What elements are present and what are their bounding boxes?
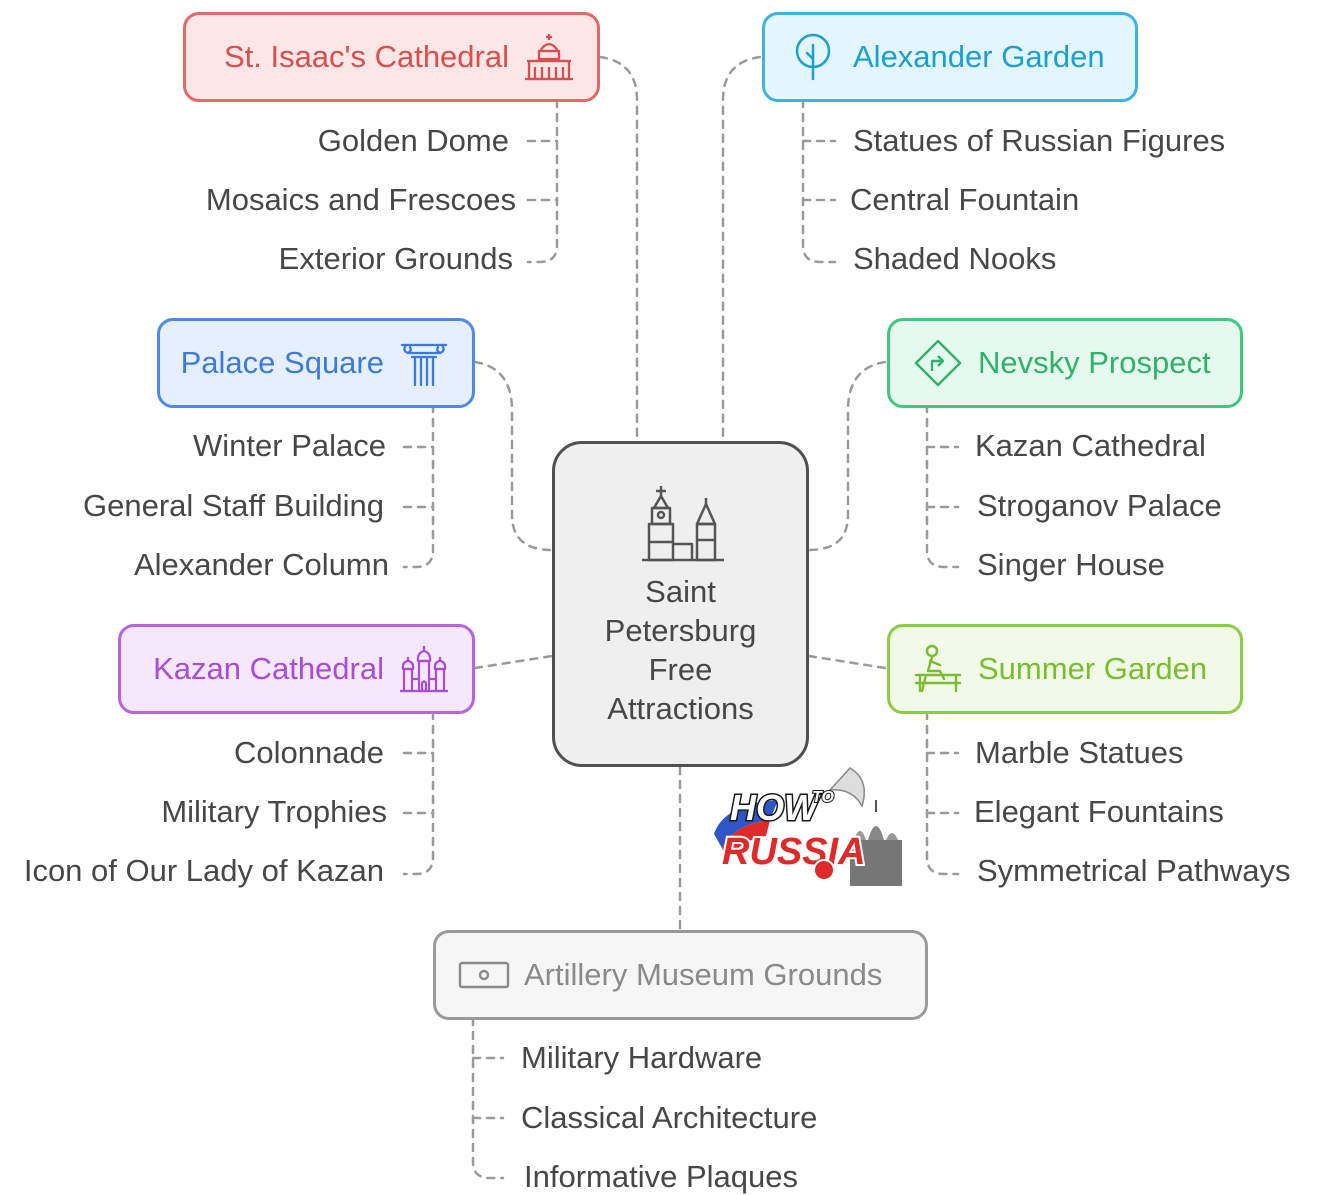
branch-st-isaacs-cathedral: St. Isaac's Cathedral: [183, 12, 600, 102]
logo-church: [850, 800, 902, 886]
connector-alexander-garden: [721, 55, 762, 443]
list-item: Icon of Our Lady of Kazan: [23, 853, 384, 888]
branch-summer-garden: Summer Garden: [887, 624, 1243, 714]
cathedral-icon: [525, 34, 573, 81]
list-item: Colonnade: [234, 735, 384, 770]
branch-title: Nevsky Prospect: [978, 345, 1211, 380]
list-item: Central Fountain: [850, 182, 1080, 217]
center-title-line: Petersburg: [604, 613, 757, 648]
matryoshka-icon: [813, 859, 835, 881]
center-node: Saint Petersburg Free Attractions: [552, 441, 809, 767]
center-title: Saint Petersburg Free Attractions: [555, 572, 806, 728]
connector-kazan: [473, 654, 554, 670]
branch-palace-square: Palace Square: [157, 318, 475, 408]
cannon-icon: [458, 961, 510, 989]
list-item: Marble Statues: [975, 735, 1184, 770]
list-item: Informative Plaques: [524, 1159, 798, 1194]
branch-artillery-museum-grounds: Artillery Museum Grounds: [433, 930, 928, 1020]
branch-title: Palace Square: [180, 345, 384, 380]
connector-nevsky: [807, 360, 887, 552]
list-item: Shaded Nooks: [853, 241, 1057, 276]
connector-stisaacs: [598, 55, 639, 443]
logo-line2: RUSSIA: [722, 831, 866, 873]
list-item: General Staff Building: [82, 488, 384, 523]
item-connector: [925, 710, 960, 876]
list-item: Alexander Column: [133, 547, 389, 582]
branch-title: Alexander Garden: [853, 39, 1105, 74]
item-connector: [925, 403, 960, 569]
branch-kazan-cathedral: Kazan Cathedral: [118, 624, 475, 714]
road-sign-icon: [914, 339, 962, 387]
branch-title: St. Isaac's Cathedral: [223, 39, 509, 74]
branch-title: Artillery Museum Grounds: [524, 957, 883, 992]
list-item: Kazan Cathedral: [975, 428, 1206, 463]
list-item: Mosaics and Frescoes: [205, 182, 516, 217]
item-connector: [801, 98, 837, 264]
branch-alexander-garden: Alexander Garden: [762, 12, 1138, 102]
logo-line1-small: TO: [812, 789, 834, 806]
list-item: Exterior Grounds: [278, 241, 513, 276]
item-connector: [402, 403, 435, 569]
item-connector: [471, 1016, 505, 1180]
branch-title: Kazan Cathedral: [153, 651, 384, 686]
list-item: Stroganov Palace: [977, 488, 1222, 523]
connector-palace-square: [473, 360, 554, 552]
connector-summer-garden: [807, 654, 887, 670]
item-connector: [526, 98, 559, 264]
bench-person-icon: [914, 644, 962, 693]
how-to-russia-logo: HOW TO RUSSIA: [706, 767, 902, 886]
tree-icon: [795, 33, 831, 81]
item-connector: [402, 710, 435, 876]
list-item: Singer House: [977, 547, 1165, 582]
list-item: Statues of Russian Figures: [853, 123, 1226, 158]
list-item: Military Hardware: [521, 1040, 763, 1075]
kremlin-icon: [642, 486, 724, 562]
center-title-line: Free: [648, 652, 713, 687]
list-item: Winter Palace: [193, 428, 386, 463]
domes-icon: [400, 646, 448, 693]
list-item: Classical Architecture: [521, 1100, 818, 1135]
list-item: Symmetrical Pathways: [977, 853, 1291, 888]
branch-nevsky-prospect: Nevsky Prospect: [887, 318, 1243, 408]
column-icon: [400, 343, 448, 387]
branch-title: Summer Garden: [978, 651, 1208, 686]
list-item: Elegant Fountains: [974, 794, 1224, 829]
list-item: Military Trophies: [161, 794, 387, 829]
list-item: Golden Dome: [317, 123, 509, 158]
logo-line1: HOW: [730, 787, 821, 828]
center-title-line: Attractions: [607, 691, 754, 726]
center-title-line: Saint: [645, 574, 716, 609]
